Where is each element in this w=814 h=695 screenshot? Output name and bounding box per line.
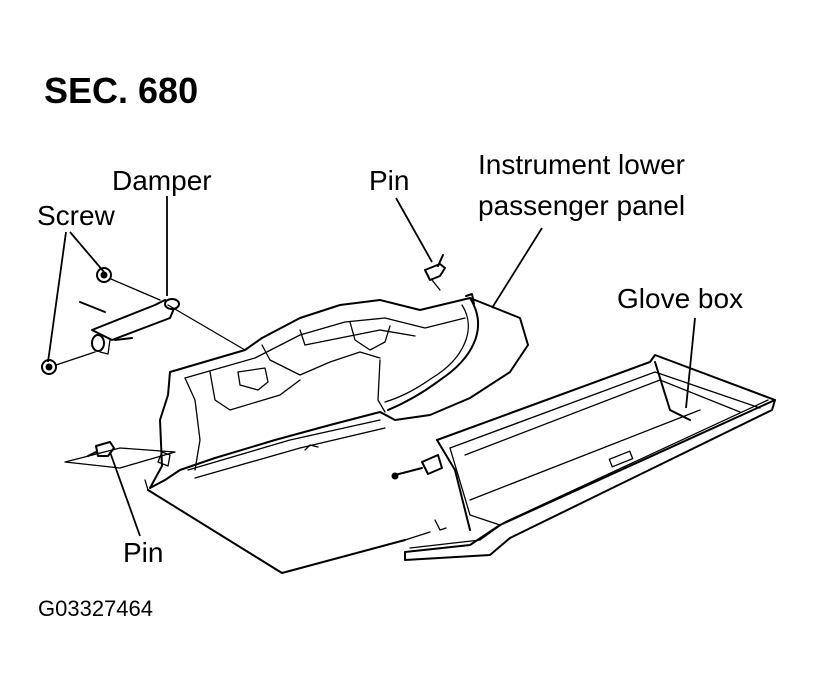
pin-upper (424, 254, 446, 291)
glove-box (391, 354, 776, 561)
leader-screw-lower (47, 231, 67, 363)
leader-glove-box (685, 317, 696, 409)
pin-lower (87, 441, 115, 457)
label-instrument-panel-line2: passenger panel (478, 190, 686, 221)
instrument-lower-passenger-panel (64, 293, 529, 574)
damper (79, 298, 246, 355)
label-instrument-panel-line1: Instrument lower (478, 149, 685, 180)
label-pin-top: Pin (369, 165, 410, 196)
leader-screw-upper (69, 231, 105, 273)
figure-code: G03327464 (38, 596, 153, 621)
section-title: SEC. 680 (44, 70, 199, 111)
screw-upper (96, 267, 161, 301)
leader-pin-bottom (109, 451, 141, 537)
label-glove-box: Glove box (617, 283, 744, 314)
leader-pin-top (395, 197, 433, 263)
label-damper: Damper (112, 165, 212, 196)
label-pin-bottom: Pin (123, 537, 164, 568)
leader-instrument-panel (491, 227, 543, 309)
label-screw: Screw (37, 200, 115, 231)
leader-lines (47, 196, 696, 537)
screw-lower (41, 351, 96, 375)
